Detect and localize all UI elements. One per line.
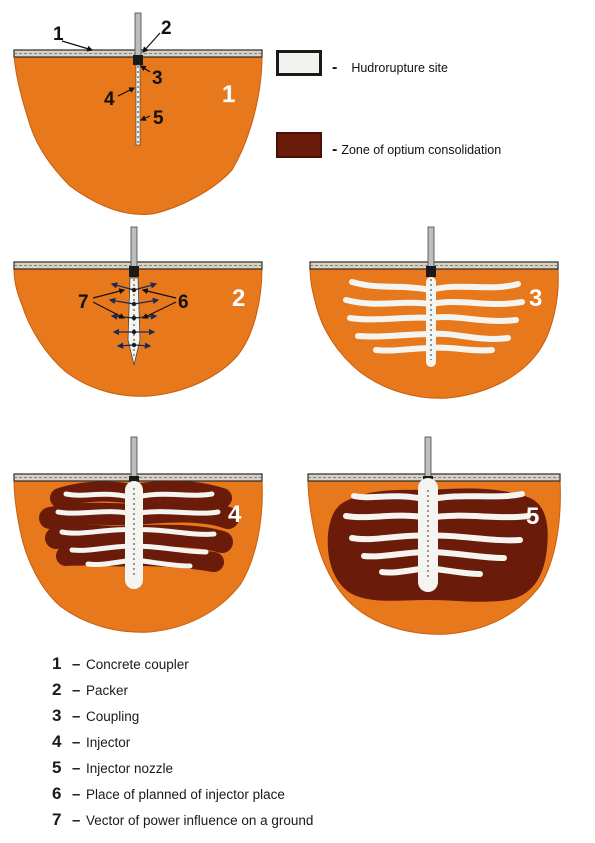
hydrorupture-legend: -Hudrorupture site (332, 59, 448, 77)
legend-item: 2 – Packer (52, 680, 572, 706)
callout-4: 4 (104, 89, 115, 110)
legend-dash: - (332, 141, 337, 158)
legend-number: 3 (52, 706, 72, 726)
injector-rod (425, 437, 431, 482)
legend-item: 1 – Concrete coupler (52, 654, 572, 680)
stage-number-4: 4 (228, 501, 242, 528)
callout-6: 6 (178, 292, 189, 313)
legend-label: Packer (86, 683, 128, 698)
legend-label: Coupling (86, 709, 139, 724)
legend-dash: - (332, 59, 337, 76)
packer-block (426, 266, 436, 277)
callout-5: 5 (153, 108, 164, 129)
legend-item: 3 – Coupling (52, 706, 572, 732)
stage-3-panel: 3 (310, 227, 558, 398)
legend-number: 4 (52, 732, 72, 752)
consolidation-legend-swatch (276, 132, 322, 158)
callout-7: 7 (78, 292, 89, 313)
legend-number: 1 (52, 654, 72, 674)
stage-1-panel: 1 2 3 4 5 1 (14, 13, 262, 215)
legend-number: 5 (52, 758, 72, 778)
legend-label: Injector nozzle (86, 761, 173, 776)
legend-dash: – (72, 812, 86, 829)
stage-number-1: 1 (222, 81, 235, 108)
injector-rod (131, 437, 137, 482)
legend-label: Concrete coupler (86, 657, 189, 672)
consolidation-legend: -Zone of optium consolidation (332, 141, 501, 159)
hydrorupture-legend-swatch (276, 50, 322, 76)
legend-dash: – (72, 760, 86, 777)
legend-item: 7 – Vector of power influence on a groun… (52, 810, 572, 836)
legend-number: 6 (52, 784, 72, 804)
stage-number-2: 2 (232, 285, 245, 312)
injector-rod (428, 227, 434, 272)
component-legend: 1 – Concrete coupler 2 – Packer 3 – Coup… (52, 654, 572, 836)
legend-dash: – (72, 656, 86, 673)
packer-block (133, 55, 143, 65)
legend-dash: – (72, 786, 86, 803)
stage-number-3: 3 (529, 285, 542, 312)
legend-item: 6 – Place of planned of injector place (52, 784, 572, 810)
legend-label: Injector (86, 735, 130, 750)
legend-label: Place of planned of injector place (86, 787, 285, 802)
legend-label: Vector of power influence on a ground (86, 813, 313, 828)
legend-dash: – (72, 682, 86, 699)
callout-3: 3 (152, 68, 163, 89)
legend-item: 4 – Injector (52, 732, 572, 758)
packer-block (129, 266, 139, 277)
legend-dash: – (72, 708, 86, 725)
stage-5-panel: 5 (308, 437, 560, 634)
legend-number: 7 (52, 810, 72, 830)
legend-dash: – (72, 734, 86, 751)
legend-label: Hudrorupture site (351, 61, 448, 75)
stage-4-panel: 4 (14, 437, 262, 632)
callout-1: 1 (53, 24, 64, 45)
callout-2: 2 (161, 18, 172, 39)
injector-rod (131, 227, 137, 272)
stage-2-panel: 7 6 2 (14, 227, 262, 396)
legend-number: 2 (52, 680, 72, 700)
legend-item: 5 – Injector nozzle (52, 758, 572, 784)
legend-label: Zone of optium consolidation (341, 143, 501, 157)
stage-number-5: 5 (526, 503, 539, 530)
